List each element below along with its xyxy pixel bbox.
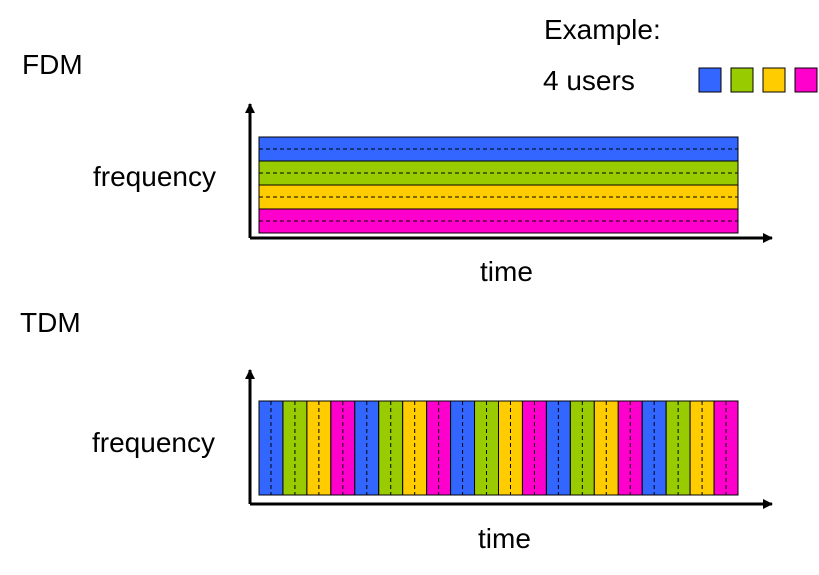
legend-subtitle: 4 users (543, 65, 635, 96)
fdm-title: FDM (22, 49, 83, 80)
legend-swatch-4 (794, 67, 818, 93)
tdm-x-axis-label: time (478, 523, 531, 554)
legend-swatch-3 (762, 67, 786, 93)
tdm-diagram (245, 369, 773, 509)
legend-title: Example: (544, 14, 661, 45)
fdm-diagram (245, 103, 773, 243)
tdm-slots (258, 400, 739, 496)
tdm-title: TDM (20, 307, 81, 338)
fdm-x-axis-label: time (480, 256, 533, 287)
fdm-y-axis-label: frequency (93, 161, 216, 192)
tdm-y-axis-label: frequency (92, 427, 215, 458)
legend-swatches (698, 67, 818, 93)
fdm-bands (258, 136, 739, 234)
legend-swatch-1 (698, 67, 722, 93)
legend-swatch-2 (730, 67, 754, 93)
